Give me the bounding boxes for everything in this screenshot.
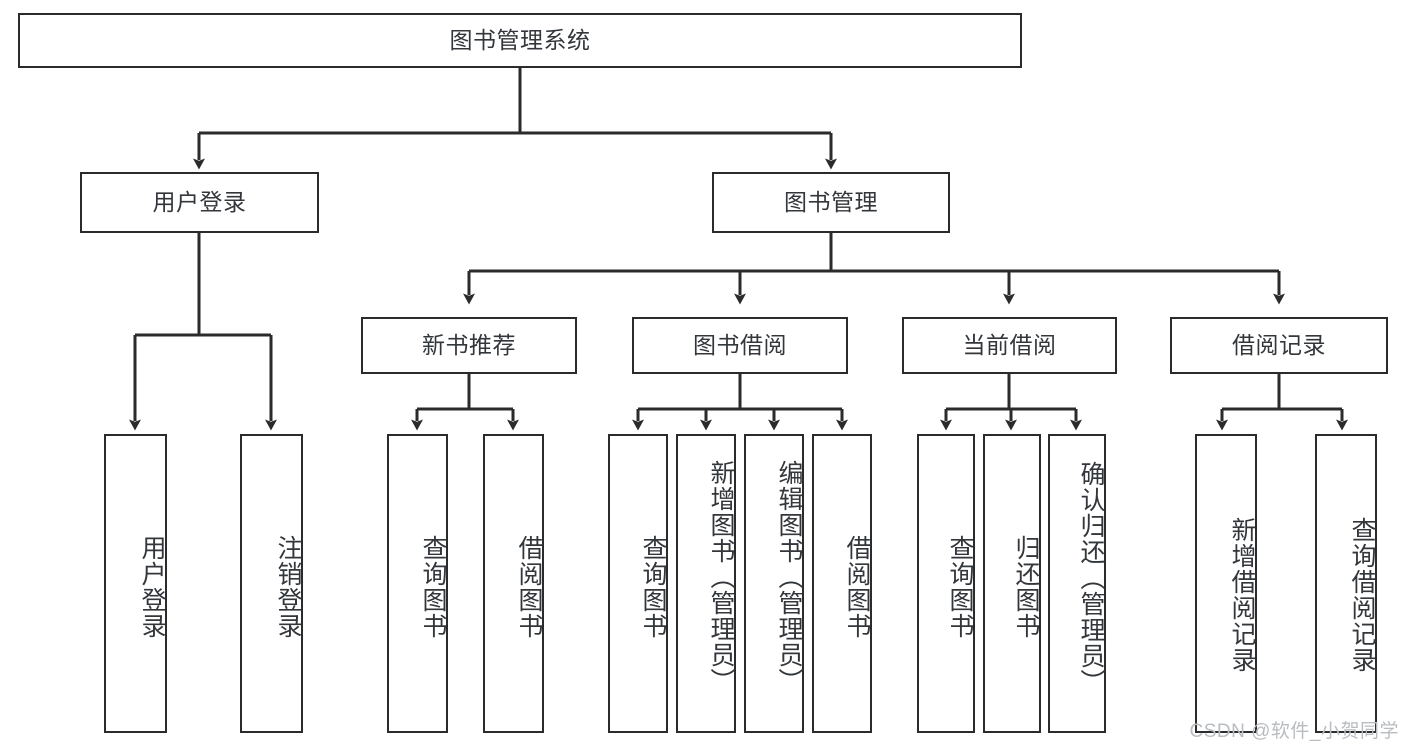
leaf-borrow-book-2-label: 借阅图书: [843, 534, 871, 639]
leaf-query-book-1[interactable]: 查询图书: [387, 434, 448, 733]
leaf-borrow-book-2[interactable]: 借阅图书: [812, 434, 872, 733]
leaf-add-book-label: 新增图书（管理员）: [707, 459, 735, 694]
node-current-borrow[interactable]: 当前借阅: [902, 317, 1117, 374]
leaf-borrow-book-1[interactable]: 借阅图书: [483, 434, 544, 733]
leaf-add-record-label: 新增借阅记录: [1228, 516, 1256, 673]
node-current-borrow-label: 当前借阅: [962, 331, 1057, 358]
node-new-book-recommend-label: 新书推荐: [422, 331, 516, 358]
leaf-logout[interactable]: 注销登录: [240, 434, 303, 733]
node-book-manage-label: 图书管理: [784, 188, 878, 215]
node-user-login[interactable]: 用户登录: [80, 172, 319, 233]
leaf-query-record-label: 查询借阅记录: [1348, 516, 1376, 673]
leaf-query-book-1-label: 查询图书: [419, 534, 447, 639]
node-user-login-label: 用户登录: [152, 188, 247, 215]
leaf-return-book-label: 归还图书: [1012, 534, 1040, 639]
leaf-add-book[interactable]: 新增图书（管理员）: [676, 434, 736, 733]
leaf-query-book-2-label: 查询图书: [639, 534, 667, 639]
leaf-edit-book[interactable]: 编辑图书（管理员）: [744, 434, 804, 733]
leaf-confirm-return-label: 确认归还（管理员）: [1077, 460, 1105, 695]
node-borrow-record[interactable]: 借阅记录: [1170, 317, 1388, 374]
leaf-user-login-label: 用户登录: [138, 534, 166, 639]
leaf-return-book[interactable]: 归还图书: [983, 434, 1041, 733]
node-borrow-record-label: 借阅记录: [1232, 331, 1326, 358]
leaf-borrow-book-1-label: 借阅图书: [515, 534, 543, 639]
node-book-manage[interactable]: 图书管理: [712, 172, 950, 233]
leaf-add-record[interactable]: 新增借阅记录: [1195, 434, 1257, 733]
leaf-query-record[interactable]: 查询借阅记录: [1315, 434, 1377, 733]
node-root-label: 图书管理系统: [449, 26, 591, 53]
leaf-edit-book-label: 编辑图书（管理员）: [775, 459, 803, 694]
node-book-borrow-label: 图书借阅: [693, 331, 787, 358]
node-book-borrow[interactable]: 图书借阅: [632, 317, 848, 374]
leaf-query-book-3[interactable]: 查询图书: [917, 434, 975, 733]
leaf-logout-label: 注销登录: [274, 534, 302, 639]
leaf-confirm-return[interactable]: 确认归还（管理员）: [1048, 434, 1106, 733]
node-new-book-recommend[interactable]: 新书推荐: [361, 317, 577, 374]
csdn-watermark: CSDN @软件_小贺同学: [1189, 721, 1399, 742]
leaf-query-book-2[interactable]: 查询图书: [608, 434, 668, 733]
node-root[interactable]: 图书管理系统: [18, 13, 1022, 68]
leaf-user-login[interactable]: 用户登录: [104, 434, 167, 733]
leaf-query-book-3-label: 查询图书: [946, 534, 974, 639]
